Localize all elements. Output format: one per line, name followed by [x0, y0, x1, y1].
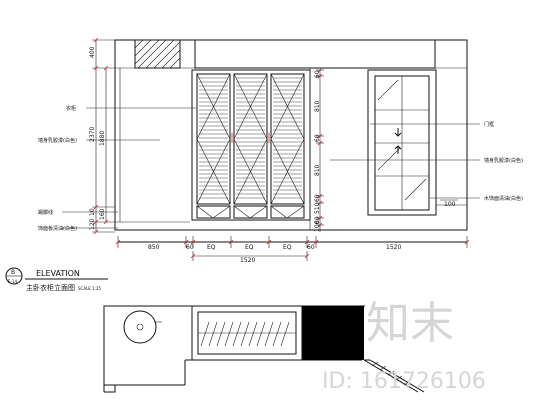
dim-bottom-3: EQ: [207, 244, 216, 251]
note-left-4: 饰面板清油(白色): [38, 225, 77, 232]
dim-left-5: 160: [99, 208, 106, 220]
dim-bottom-6: 60: [307, 244, 315, 251]
dimension-lines: [92, 37, 470, 261]
dim-right-8: 100: [314, 220, 321, 232]
note-right-1: 门框: [484, 121, 494, 128]
plan-view: [103, 305, 425, 393]
window-dim: 100: [444, 201, 456, 208]
note-right-2: 墙身乳胶漆(白色): [484, 157, 523, 164]
dim-bottom-7: 1520: [386, 244, 401, 251]
dim-right-6: 510: [314, 202, 321, 214]
title-block: B E-14 ELEVATION 主卧衣柜立面图 SCALE 1:25: [5, 267, 108, 292]
note-left-3: 踢脚线: [38, 209, 53, 216]
dim-right-4: 810: [314, 164, 321, 176]
drawing-scale: SCALE 1:25: [78, 286, 102, 291]
dim-left-6: 120: [89, 218, 96, 230]
dim-left-1: 400: [89, 46, 96, 58]
dim-left-2: 2370: [89, 127, 96, 142]
watermark: 知末 ID: 161726106: [322, 298, 486, 394]
dim-right-3: 60: [314, 134, 321, 142]
annotation-notes: 衣柜 墙身乳胶漆(白色) 踢脚线 饰面板清油(白色) 门框 墙身乳胶漆(白色) …: [38, 105, 523, 232]
wardrobe: [191, 39, 436, 221]
ceiling-hatch-box: [134, 39, 181, 69]
dim-right-5: 60: [314, 194, 321, 202]
dim-bottom-1: 850: [148, 244, 160, 251]
section-tag-letter: B: [11, 269, 15, 276]
section-tag-sheet: E-14: [8, 279, 18, 284]
note-left-1: 衣柜: [66, 105, 76, 112]
watermark-brand: 知末: [366, 298, 454, 349]
dim-bottom-4: EQ: [245, 244, 254, 251]
dimension-texts: 850 60 EQ EQ EQ 60 1520 1520 400 2370 18…: [89, 46, 456, 264]
elevation-label: ELEVATION: [36, 269, 80, 278]
dim-right-2: 810: [314, 100, 321, 112]
dim-right-7: 60: [314, 216, 321, 224]
elevation-view: [114, 39, 468, 231]
note-right-3: 木饰面清油(白色): [484, 195, 523, 202]
dim-bottom-2: 60: [186, 244, 194, 251]
dim-bottom-total: 1520: [240, 257, 255, 264]
note-left-2: 墙身乳胶漆(白色): [38, 137, 77, 144]
dim-bottom-5: EQ: [283, 244, 292, 251]
wall-column-fill: [302, 306, 364, 360]
sink-outline: [123, 310, 157, 344]
dim-left-3: 1880: [99, 131, 106, 146]
watermark-id: ID: 161726106: [322, 369, 486, 394]
elevation-sublabel: 主卧衣柜立面图: [26, 283, 75, 292]
dim-right-1: 60: [314, 70, 321, 78]
glass-door: [367, 69, 437, 216]
